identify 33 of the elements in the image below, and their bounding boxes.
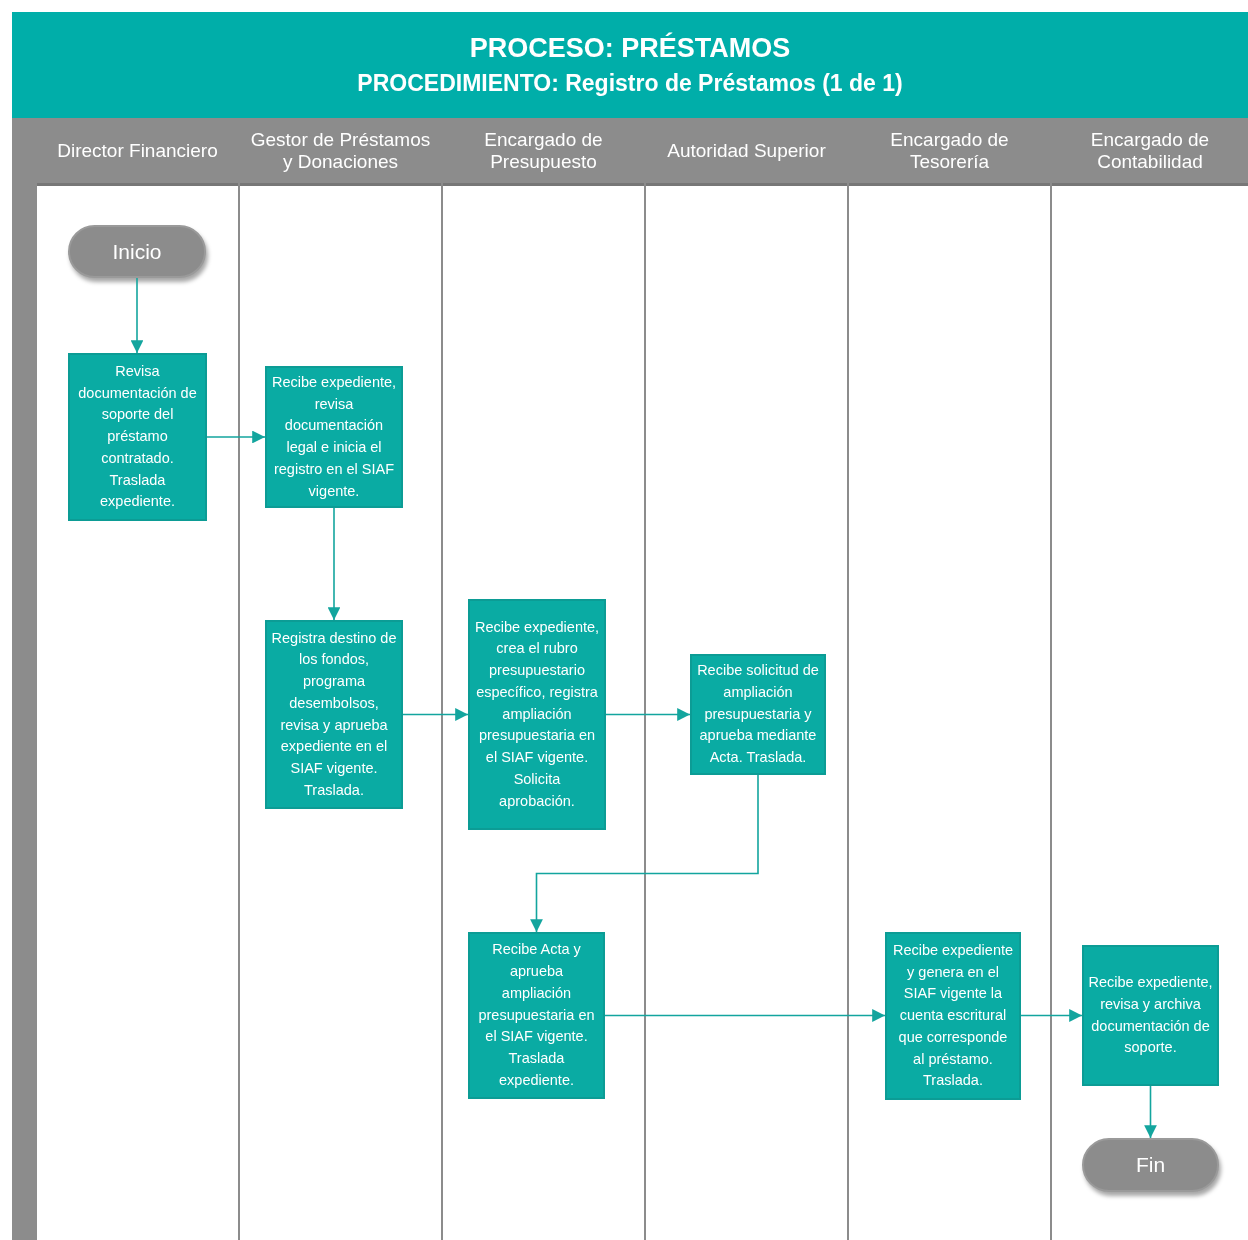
lane-header: Encargado de Presupuesto [443,118,644,186]
arrow [327,507,341,621]
process-box: Recibe expediente y genera en el SIAF vigente la cuenta escritural que corresponde al préstamo. Traslada. [885,932,1021,1100]
arrow [530,774,759,933]
swimlane [238,118,442,1240]
swimlane [441,118,645,1240]
terminal-shape: Fin [1082,1138,1219,1192]
title: PROCESO: PRÉSTAMOS [469,33,791,64]
swimlane [35,118,239,1240]
arrow [130,277,144,354]
lane-header: Autoridad Superior [646,118,847,186]
process-box: Recibe Acta y aprueba ampliación presupuestaria en el SIAF vigente. Traslada expediente. [468,932,605,1099]
lane-header: Encargado de Contabilidad [1052,118,1248,186]
process-box: Recibe expediente, revisa y archiva documentación de soporte. [1082,945,1219,1086]
process-box: Recibe solicitud de ampliación presupuestaria y aprueba mediante Acta. Traslada. [690,654,826,775]
arrow [1020,1009,1083,1022]
lane-header: Director Financiero [37,118,238,186]
terminal-shape: Inicio [68,225,206,278]
swimlane [847,118,1051,1240]
lane-header: Gestor de Préstamos y Donaciones [240,118,441,186]
swimlane [644,118,848,1240]
arrow [1144,1085,1157,1139]
process-box: Recibe expediente, crea el rubro presupuestario específico, registra ampliación presupuestaria en el SIAF vigente. Solicita aprobación. [468,599,606,830]
arrow [604,1009,886,1022]
arrow [402,708,469,721]
process-box: Registra destino de los fondos, programa desembolsos, revisa y aprueba expediente en el SIAF vigente. Traslada. [265,620,403,809]
process-box: Revisa documentación de soporte del préstamo contratado. Traslada expediente. [68,353,207,521]
arrow [206,430,266,444]
arrow [605,708,691,721]
swimlane [1050,118,1248,1240]
lane-header: Encargado de Tesorería [849,118,1050,186]
caption: PROCEDIMIENTO: Registro de Préstamos (1 de 1) [357,70,903,97]
process-box: Recibe expediente, revisa documentación legal e inicia el registro en el SIAF vigente. [265,366,403,508]
